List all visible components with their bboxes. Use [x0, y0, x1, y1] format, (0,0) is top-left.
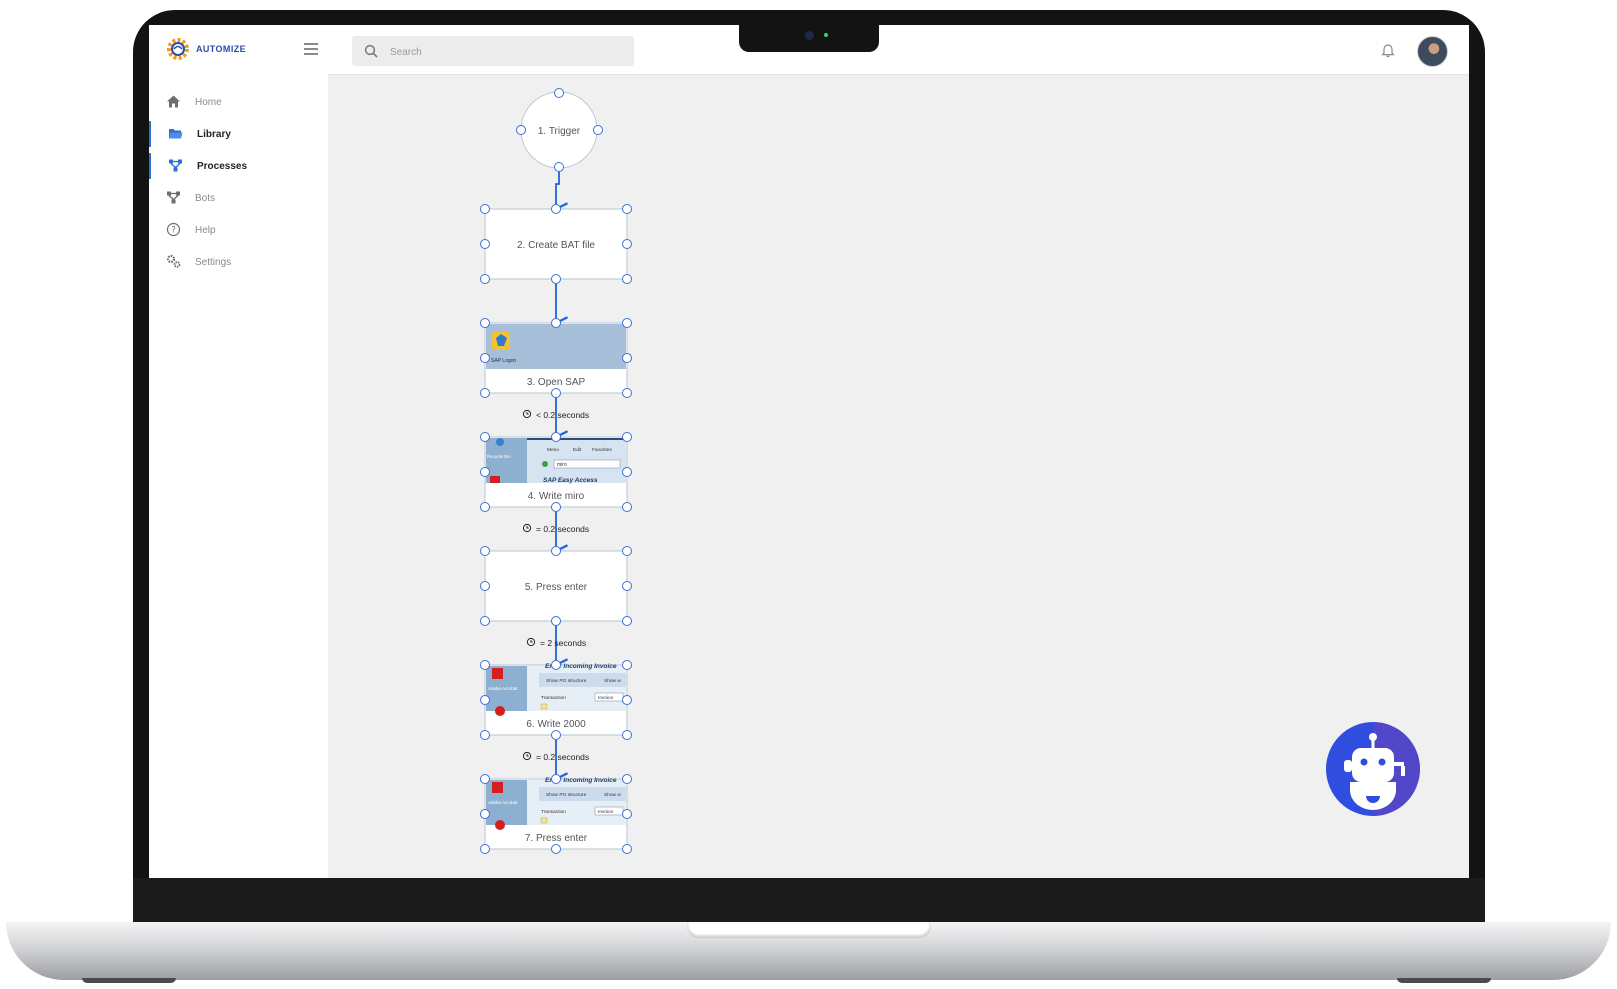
sidebar-item-processes[interactable]: Processes [149, 153, 330, 179]
step-node-2[interactable]: 2. Create BAT file [484, 208, 628, 280]
svg-text:Recycle Bin: Recycle Bin [487, 454, 511, 459]
gear-logo-icon [167, 38, 189, 60]
screen: AUTOMIZE Home Library Processes [149, 25, 1469, 878]
svg-text:Show PO structure: Show PO structure [546, 792, 587, 798]
trigger-label: 1. Trigger [538, 126, 581, 137]
sidebar: Home Library Processes Bots ? Help Setti… [149, 74, 328, 878]
connector-1-2 [556, 166, 559, 209]
svg-text:Adobe Acrobat: Adobe Acrobat [488, 686, 518, 691]
camera-icon [805, 31, 814, 40]
process-canvas[interactable]: 1. Trigger 2. Create BAT file SAP Logon [328, 74, 1469, 878]
svg-text:miro: miro [557, 462, 567, 468]
hamburger-menu-icon[interactable] [304, 43, 318, 55]
sidebar-item-home[interactable]: Home [149, 89, 328, 115]
app-logo[interactable]: AUTOMIZE [165, 36, 246, 62]
step-node-3[interactable]: SAP Logon 3. Open SAP [484, 322, 628, 394]
sidebar-item-bots[interactable]: Bots [149, 185, 328, 211]
adobe-acrobat-icon [492, 668, 503, 679]
svg-text:Invoice: Invoice [598, 809, 614, 815]
connectors [556, 166, 559, 779]
command-field [553, 459, 621, 469]
svg-text:Edit: Edit [573, 447, 582, 453]
process-icon [169, 159, 182, 172]
camera-led [824, 33, 828, 37]
sidebar-item-label: Processes [197, 160, 248, 172]
laptop-chin [133, 878, 1485, 924]
step-node-4[interactable]: Recycle Bin Menu Edit Favorites miro SAP… [484, 436, 628, 508]
bot-assistant-button[interactable] [1326, 722, 1420, 816]
svg-text:SAP Easy Access: SAP Easy Access [543, 477, 598, 484]
home-icon [167, 95, 180, 108]
step-node-6[interactable]: Adobe Acrobat Enter Incoming Invoice Sho… [484, 663, 628, 736]
sidebar-item-library[interactable]: Library [149, 121, 330, 147]
svg-text:Show w: Show w [604, 678, 621, 684]
svg-text:= 0.2 seconds: = 0.2 seconds [536, 524, 589, 534]
bots-icon [167, 191, 180, 204]
sidebar-item-label: Library [197, 128, 231, 140]
svg-text:Adobe Acrobat: Adobe Acrobat [488, 800, 518, 805]
svg-text:Favorites: Favorites [592, 447, 612, 453]
laptop-foot-right [1397, 978, 1491, 983]
help-icon: ? [166, 222, 181, 237]
svg-text:Menu: Menu [547, 447, 559, 453]
folder-icon [169, 129, 183, 139]
delay-label-1: < 0.2 seconds [522, 409, 589, 420]
sap-logon-icon: SAP Logon [491, 332, 516, 364]
svg-text:Show PO structure: Show PO structure [546, 678, 587, 684]
delay-label-2: = 0.2 seconds [522, 523, 589, 534]
sidebar-item-label: Bots [195, 192, 216, 204]
search-box [352, 36, 634, 66]
step-label: 6. Write 2000 [526, 719, 586, 730]
adobe-acrobat-icon [492, 782, 503, 793]
app-name: AUTOMIZE [196, 44, 247, 54]
sidebar-item-label: Settings [195, 256, 232, 268]
step-node-7[interactable]: Adobe Acrobat Enter Incoming Invoice Sho… [484, 777, 628, 850]
delay-label-4: = 0.2 seconds [522, 751, 589, 762]
sidebar-item-label: Help [195, 224, 216, 236]
svg-text:= 0.2 seconds: = 0.2 seconds [536, 752, 589, 762]
step-label: 2. Create BAT file [517, 240, 595, 251]
step-label: 7. Press enter [525, 833, 588, 844]
step-label: 4. Write miro [528, 491, 585, 502]
svg-text:?: ? [171, 226, 176, 236]
selection-handles[interactable] [480, 204, 632, 854]
search-input[interactable] [388, 42, 622, 62]
top-bar: AUTOMIZE [149, 25, 1469, 75]
step-label: 5. Press enter [525, 582, 588, 593]
process-flow-diagram: 1. Trigger 2. Create BAT file SAP Logon [480, 88, 632, 854]
sidebar-item-settings[interactable]: Settings [149, 249, 328, 275]
step-label: 3. Open SAP [527, 377, 586, 388]
check-icon [542, 461, 548, 467]
svg-text:= 2 seconds: = 2 seconds [540, 638, 586, 648]
svg-text:Transaction: Transaction [541, 809, 566, 815]
svg-text:< 0.2 seconds: < 0.2 seconds [536, 410, 589, 420]
settings-icon [166, 254, 181, 268]
sidebar-item-help[interactable]: ? Help [149, 217, 328, 243]
svg-text:Enter Incoming Invoice: Enter Incoming Invoice [545, 663, 617, 670]
svg-text:SAP Logon: SAP Logon [491, 358, 516, 364]
laptop-lid-notch [687, 922, 931, 938]
bell-icon[interactable] [1381, 42, 1395, 58]
app-icon [490, 476, 500, 483]
robot-icon [1344, 722, 1420, 816]
trigger-handles [516, 88, 603, 172]
folder-icon [540, 703, 548, 710]
laptop-foot-left [82, 978, 176, 983]
delay-label-3: = 2 seconds [526, 637, 586, 648]
recycle-bin-icon [496, 438, 504, 446]
sidebar-item-label: Home [195, 96, 222, 108]
folder-icon [540, 817, 548, 824]
camera-notch [739, 22, 879, 52]
avatar[interactable] [1417, 36, 1448, 67]
desktop-thumbnail [486, 438, 527, 483]
svg-text:Show w: Show w [604, 792, 621, 798]
svg-text:Invoice: Invoice [598, 695, 614, 701]
search-icon [364, 44, 378, 58]
trigger-node[interactable]: 1. Trigger [516, 88, 603, 172]
svg-text:Enter Incoming Invoice: Enter Incoming Invoice [545, 777, 617, 784]
svg-text:Transaction: Transaction [541, 695, 566, 701]
step-node-5[interactable]: 5. Press enter [484, 550, 628, 622]
